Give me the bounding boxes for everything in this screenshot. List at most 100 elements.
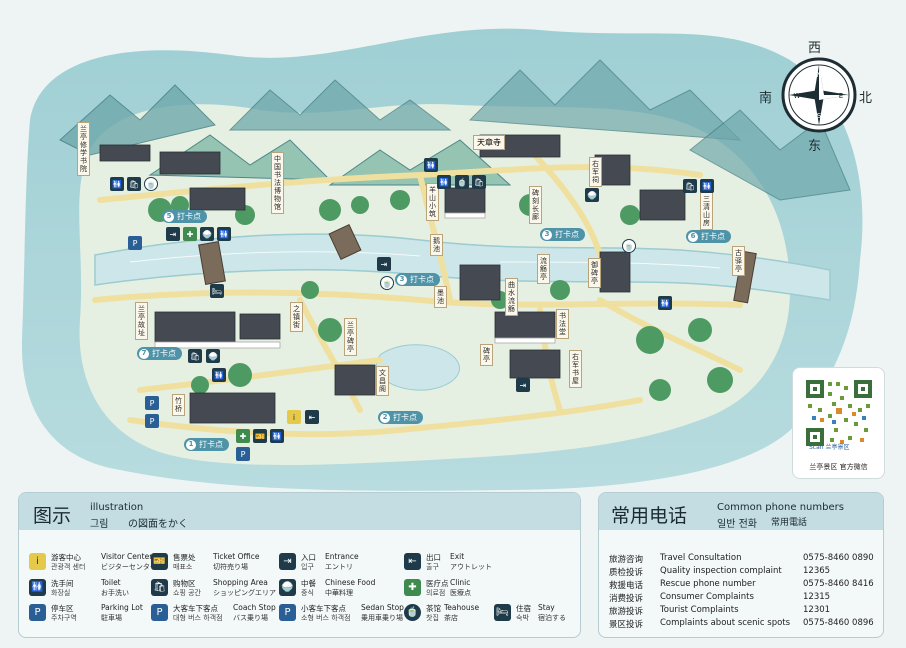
place-label[interactable]: 羊山小筑 (426, 183, 439, 221)
exit-icon: ⇤ (404, 553, 421, 570)
map-toilet-icon[interactable]: 🚻 (110, 177, 124, 191)
phone-row-consumer-complaints: 消费投诉 Consumer Complaints 12315 (609, 592, 831, 604)
qr-code-card[interactable]: Scan 兰亭景区 兰亭景区 官方微信 (792, 367, 885, 479)
phone-number[interactable]: 0575-8460 8416 (803, 579, 874, 589)
map-shopping-icon-2[interactable]: 🛍 (472, 175, 486, 189)
map-toilet-icon-6[interactable]: 🚻 (658, 296, 672, 310)
place-label[interactable]: 鹅池 (430, 234, 443, 256)
map-toilet-icon-4[interactable]: 🚻 (424, 158, 438, 172)
place-label[interactable]: 之镇街 (290, 302, 303, 332)
map-info-icon[interactable]: i (287, 410, 301, 424)
sedan-stop-icon: P (279, 604, 296, 621)
legend-item-teahouse: 🍵 茶馆 찻집 Teahouse 茶店 (404, 600, 494, 626)
place-label[interactable]: 兰亭修学书院 (77, 122, 90, 176)
checkin-point-3[interactable]: 3 打卡点 (395, 273, 440, 286)
place-label[interactable]: 右军祠 (589, 157, 602, 187)
map-entrance-icon-2[interactable]: ⇥ (377, 257, 391, 271)
phone-number[interactable]: 0575-8460 0896 (803, 618, 874, 628)
map-toilet-icon-7[interactable]: 🚻 (212, 368, 226, 382)
legend-title: 图示 (33, 505, 72, 527)
place-label[interactable]: 三清山房 (700, 192, 713, 230)
map-toilet-icon-3[interactable]: 🚻 (437, 175, 451, 189)
phone-row-travel-consultation: 旅游咨询 Travel Consultation 0575-8460 0890 (609, 553, 874, 565)
map-food-icon-3[interactable]: 🍚 (206, 349, 220, 363)
checkin-label: 打卡点 (410, 275, 434, 284)
trees (148, 190, 733, 401)
legend-item-toilet: 🚻 洗手间 화장실 Toilet お手洗い (29, 575, 149, 601)
map-parking-icon-2[interactable]: P (236, 447, 250, 461)
phone-subtitle-ko: 일반 전화 (717, 519, 757, 530)
place-label[interactable]: 兰亭故址 (135, 302, 148, 340)
checkin-point-3a[interactable]: 3 打卡点 (540, 228, 585, 241)
map-stay-icon[interactable]: 🛏 (210, 284, 224, 298)
checkin-point-7[interactable]: 7 打卡点 (137, 347, 182, 360)
place-label[interactable]: 御碑亭 (588, 258, 601, 288)
checkin-label: 打卡点 (555, 230, 579, 239)
place-label[interactable]: 墨池 (434, 286, 447, 308)
map-ticket-icon[interactable]: 🎫 (253, 429, 267, 443)
map-teahouse-icon-2[interactable]: 🍵 (455, 175, 469, 189)
checkin-point-5[interactable]: 5 打卡点 (162, 210, 207, 223)
phone-number[interactable]: 12301 (803, 605, 831, 615)
legend-header (19, 493, 580, 530)
phone-number[interactable]: 0575-8460 0890 (803, 553, 874, 563)
compass-east-label: 东 (808, 139, 822, 154)
place-label[interactable]: 兰亭碑亭 (344, 318, 357, 356)
legend-item-coach-stop: P 大客车下客点 대형 버스 하객점 Coach Stop バス乗り場 (151, 600, 291, 626)
checkin-point-6[interactable]: 6 打卡点 (686, 230, 731, 243)
phone-panel: 常用电话 Common phone numbers 일반 전화 常用電話 旅游咨… (598, 492, 884, 638)
teahouse-icon: 🍵 (404, 604, 421, 621)
legend-item-entrance: ⇥ 入口 입구 Entrance エントリ (279, 549, 399, 575)
map-sedan-stop-icon[interactable]: P (145, 414, 159, 428)
map-shopping-icon-4[interactable]: 🛍 (188, 349, 202, 363)
map-teahouse-icon-4[interactable]: 🍵 (380, 276, 394, 290)
place-label[interactable]: 曲水流觞 (505, 278, 518, 316)
place-label[interactable]: 碑亭 (480, 344, 493, 366)
map-toilet-icon-8[interactable]: 🚻 (270, 429, 284, 443)
place-label[interactable]: 中国书法博物馆 (271, 152, 284, 214)
checkin-number: 3 (542, 229, 552, 240)
place-label[interactable]: 流觞亭 (537, 254, 550, 284)
place-label-tianzhangsi[interactable]: 天章寺 (473, 135, 505, 150)
compass-w: W (794, 92, 801, 100)
place-label[interactable]: 书法堂 (556, 309, 569, 339)
map-clinic-icon[interactable]: ✚ (183, 227, 197, 241)
phone-subtitle-en: Common phone numbers (717, 502, 844, 513)
entrance-icon: ⇥ (279, 553, 296, 570)
map-shopping-icon[interactable]: 🛍 (127, 177, 141, 191)
map-coach-stop-icon[interactable]: P (145, 396, 159, 410)
map-parking-icon[interactable]: P (128, 236, 142, 250)
ticket-icon: 🎫 (151, 553, 168, 570)
phone-row-tourist-complaints: 旅游投诉 Tourist Complaints 12301 (609, 605, 831, 617)
qr-caption: 兰亭景区 官方微信 (809, 463, 868, 471)
map-exit-icon[interactable]: ⇤ (305, 410, 319, 424)
place-label[interactable]: 竹桥 (172, 394, 185, 416)
compass-south-label: 南 (759, 91, 773, 106)
checkin-point-1[interactable]: 1 打卡点 (184, 438, 229, 451)
map-entrance-icon-3[interactable]: ⇥ (516, 378, 530, 392)
place-label[interactable]: 古驿亭 (732, 246, 745, 276)
phone-header (599, 493, 883, 530)
map-entrance-icon[interactable]: ⇥ (166, 227, 180, 241)
checkin-point-2[interactable]: 2 打卡点 (378, 411, 423, 424)
map-toilet-icon-2[interactable]: 🚻 (217, 227, 231, 241)
legend-subtitle-en: illustration (90, 502, 144, 513)
phone-number[interactable]: 12365 (803, 566, 831, 576)
clinic-icon: ✚ (404, 579, 421, 596)
map-teahouse-icon-3[interactable]: 🍵 (622, 239, 636, 253)
place-label[interactable]: 碑刻长廊 (529, 186, 542, 224)
phone-row-quality-complaint: 质检投诉 Quality inspection complaint 12365 (609, 566, 831, 578)
place-label[interactable]: 文昌阁 (376, 366, 389, 396)
map-clinic-icon-2[interactable]: ✚ (236, 429, 250, 443)
checkin-number: 1 (186, 439, 196, 450)
map-food-icon[interactable]: 🍚 (200, 227, 214, 241)
place-label[interactable]: 右军书屋 (569, 350, 582, 388)
map-teahouse-icon[interactable]: 🍵 (144, 177, 158, 191)
map-toilet-icon-5[interactable]: 🚻 (700, 179, 714, 193)
phone-number[interactable]: 12315 (803, 592, 831, 602)
map-food-icon-2[interactable]: 🍚 (585, 188, 599, 202)
qr-code-icon[interactable] (804, 378, 874, 448)
compass-rose-icon: N S E W (781, 57, 857, 133)
map-shopping-icon-3[interactable]: 🛍 (683, 179, 697, 193)
